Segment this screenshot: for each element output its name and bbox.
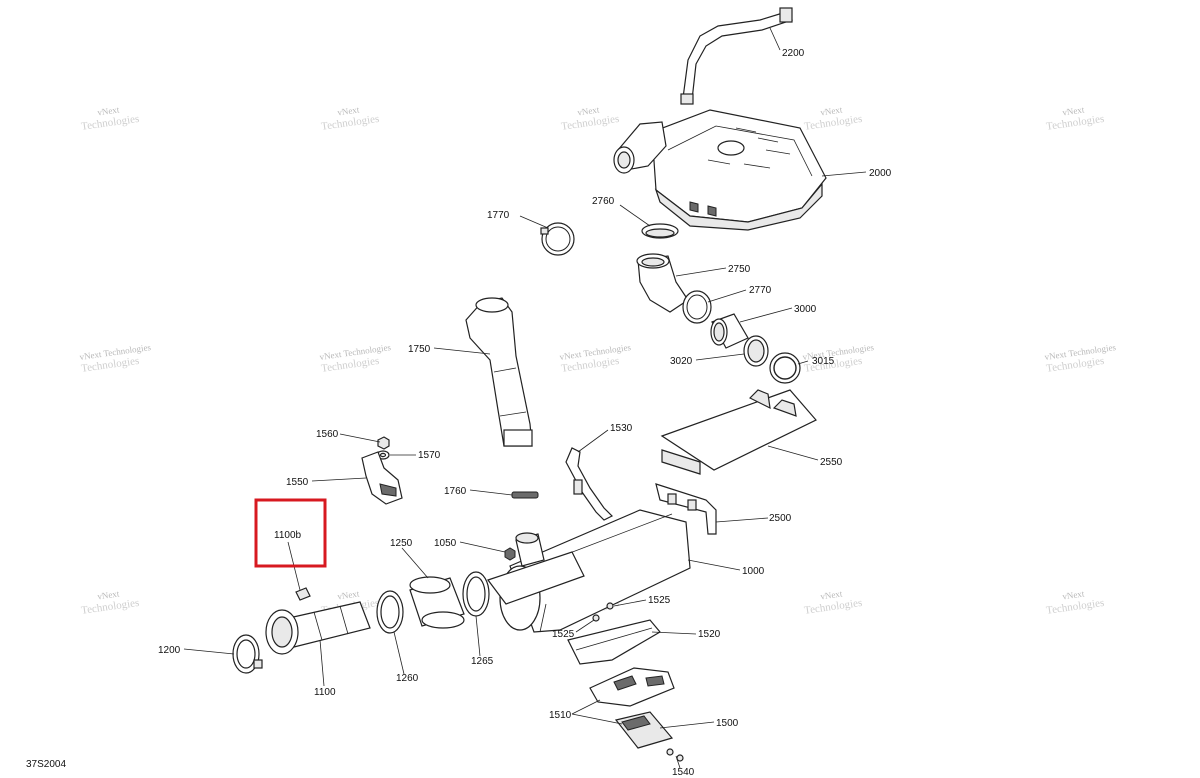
svg-text:vNext: vNext bbox=[820, 588, 844, 601]
watermark: vNext Technologies bbox=[560, 104, 620, 133]
callout-1050[interactable]: 1050 bbox=[434, 538, 457, 549]
callout-2760[interactable]: 2760 bbox=[592, 196, 615, 207]
svg-text:Technologies: Technologies bbox=[560, 113, 620, 133]
part-1760-sensor bbox=[511, 491, 539, 499]
watermark: vNext Technologies bbox=[80, 104, 140, 133]
callout-2550[interactable]: 2550 bbox=[820, 457, 843, 468]
watermark: vNext Technologies bbox=[803, 104, 863, 133]
watermark: vNext Technologies Technologies bbox=[319, 342, 392, 375]
callout-2750[interactable]: 2750 bbox=[728, 264, 751, 275]
svg-text:vNext: vNext bbox=[577, 104, 601, 117]
watermark: vNext Technologies bbox=[803, 588, 863, 617]
diagram-code: 37S2004 bbox=[26, 759, 66, 770]
part-1540-screw bbox=[666, 748, 684, 762]
part-1560-nut bbox=[377, 436, 390, 450]
part-2200-strap bbox=[680, 7, 793, 105]
callout-1570[interactable]: 1570 bbox=[418, 450, 441, 461]
watermark: vNext Technologies bbox=[80, 588, 140, 617]
callout-3020[interactable]: 3020 bbox=[670, 356, 693, 367]
callout-1770[interactable]: 1770 bbox=[487, 210, 510, 221]
part-1750-duct bbox=[465, 297, 533, 447]
svg-text:Technologies: Technologies bbox=[803, 597, 863, 617]
part-1100b-clip bbox=[295, 587, 311, 601]
callout-1550[interactable]: 1550 bbox=[286, 477, 309, 488]
part-1530-strap bbox=[565, 447, 614, 521]
callout-1760[interactable]: 1760 bbox=[444, 486, 467, 497]
part-1525-screw bbox=[592, 602, 614, 622]
svg-text:vNext: vNext bbox=[97, 104, 121, 117]
watermark: vNext Technologies Technologies bbox=[1044, 342, 1117, 375]
watermark: vNext Technologies bbox=[1045, 588, 1105, 617]
part-1260-clamp bbox=[376, 590, 404, 634]
callout-1100b[interactable]: 1100b bbox=[274, 530, 302, 541]
svg-text:Technologies: Technologies bbox=[80, 597, 140, 617]
part-1500-plate bbox=[614, 711, 674, 749]
callout-3015[interactable]: 3015 bbox=[812, 356, 835, 367]
callout-1265[interactable]: 1265 bbox=[471, 656, 494, 667]
watermark: vNext Technologies bbox=[1045, 104, 1105, 133]
svg-text:Technologies: Technologies bbox=[1045, 113, 1105, 133]
watermark: vNext Technologies Technologies bbox=[559, 342, 632, 375]
part-1000-muffler bbox=[487, 509, 691, 633]
part-3000-coupler bbox=[710, 313, 749, 349]
part-1265-clamp bbox=[462, 571, 490, 617]
callout-3000[interactable]: 3000 bbox=[794, 304, 817, 315]
callout-1250[interactable]: 1250 bbox=[390, 538, 413, 549]
svg-text:vNext: vNext bbox=[1062, 104, 1086, 117]
callout-2200[interactable]: 2200 bbox=[782, 48, 805, 59]
part-1200-clamp bbox=[232, 634, 263, 674]
svg-text:vNext: vNext bbox=[97, 588, 121, 601]
svg-text:Technologies: Technologies bbox=[80, 113, 140, 133]
callout-1500[interactable]: 1500 bbox=[716, 718, 739, 729]
svg-text:vNext: vNext bbox=[1062, 588, 1086, 601]
svg-text:vNext: vNext bbox=[337, 104, 361, 117]
callout-1530[interactable]: 1530 bbox=[610, 423, 633, 434]
highlight-box bbox=[254, 498, 327, 568]
part-2000-airbox bbox=[613, 109, 827, 231]
callout-1560[interactable]: 1560 bbox=[316, 429, 339, 440]
callout-1520[interactable]: 1520 bbox=[698, 629, 721, 640]
part-1100-pipe bbox=[265, 601, 371, 655]
part-1520-heatshield bbox=[567, 619, 661, 665]
callout-1260[interactable]: 1260 bbox=[396, 673, 419, 684]
svg-text:Technologies: Technologies bbox=[1045, 597, 1105, 617]
part-3015-clamp bbox=[769, 352, 801, 384]
part-1550-bracket bbox=[361, 451, 403, 505]
callout-1100[interactable]: 1100 bbox=[314, 687, 336, 698]
part-1510-bracket bbox=[589, 667, 675, 707]
part-1250-sleeve bbox=[409, 576, 465, 629]
part-2760-clamp bbox=[641, 223, 679, 239]
svg-text:vNext: vNext bbox=[337, 588, 361, 601]
callout-1525-lower[interactable]: 1525 bbox=[552, 629, 575, 640]
svg-text:Technologies: Technologies bbox=[803, 113, 863, 133]
callout-1200[interactable]: 1200 bbox=[158, 645, 181, 656]
callout-2000[interactable]: 2000 bbox=[869, 168, 892, 179]
part-2750-elbow bbox=[636, 253, 689, 313]
callout-1750[interactable]: 1750 bbox=[408, 344, 431, 355]
svg-text:vNext: vNext bbox=[820, 104, 844, 117]
callout-1540[interactable]: 1540 bbox=[672, 767, 695, 778]
part-2500-bracket bbox=[655, 483, 717, 535]
watermark: vNext Technologies Technologies bbox=[79, 342, 152, 375]
callout-1000[interactable]: 1000 bbox=[742, 566, 765, 577]
callout-1510[interactable]: 1510 bbox=[549, 710, 572, 721]
leader-lines bbox=[183, 27, 867, 769]
callout-labels: 2200 2000 1770 2760 2750 2770 3000 1750 … bbox=[158, 48, 892, 778]
part-2550-plate bbox=[660, 389, 817, 475]
part-1050-nut bbox=[504, 547, 516, 561]
part-2770-clamp bbox=[682, 290, 712, 324]
part-3020-ring bbox=[743, 335, 769, 367]
callout-1525-upper[interactable]: 1525 bbox=[648, 595, 671, 606]
watermark: vNext Technologies bbox=[320, 104, 380, 133]
callout-2500[interactable]: 2500 bbox=[769, 513, 792, 524]
callout-2770[interactable]: 2770 bbox=[749, 285, 772, 296]
svg-text:Technologies: Technologies bbox=[320, 113, 380, 133]
part-1770-clamp bbox=[540, 222, 575, 256]
